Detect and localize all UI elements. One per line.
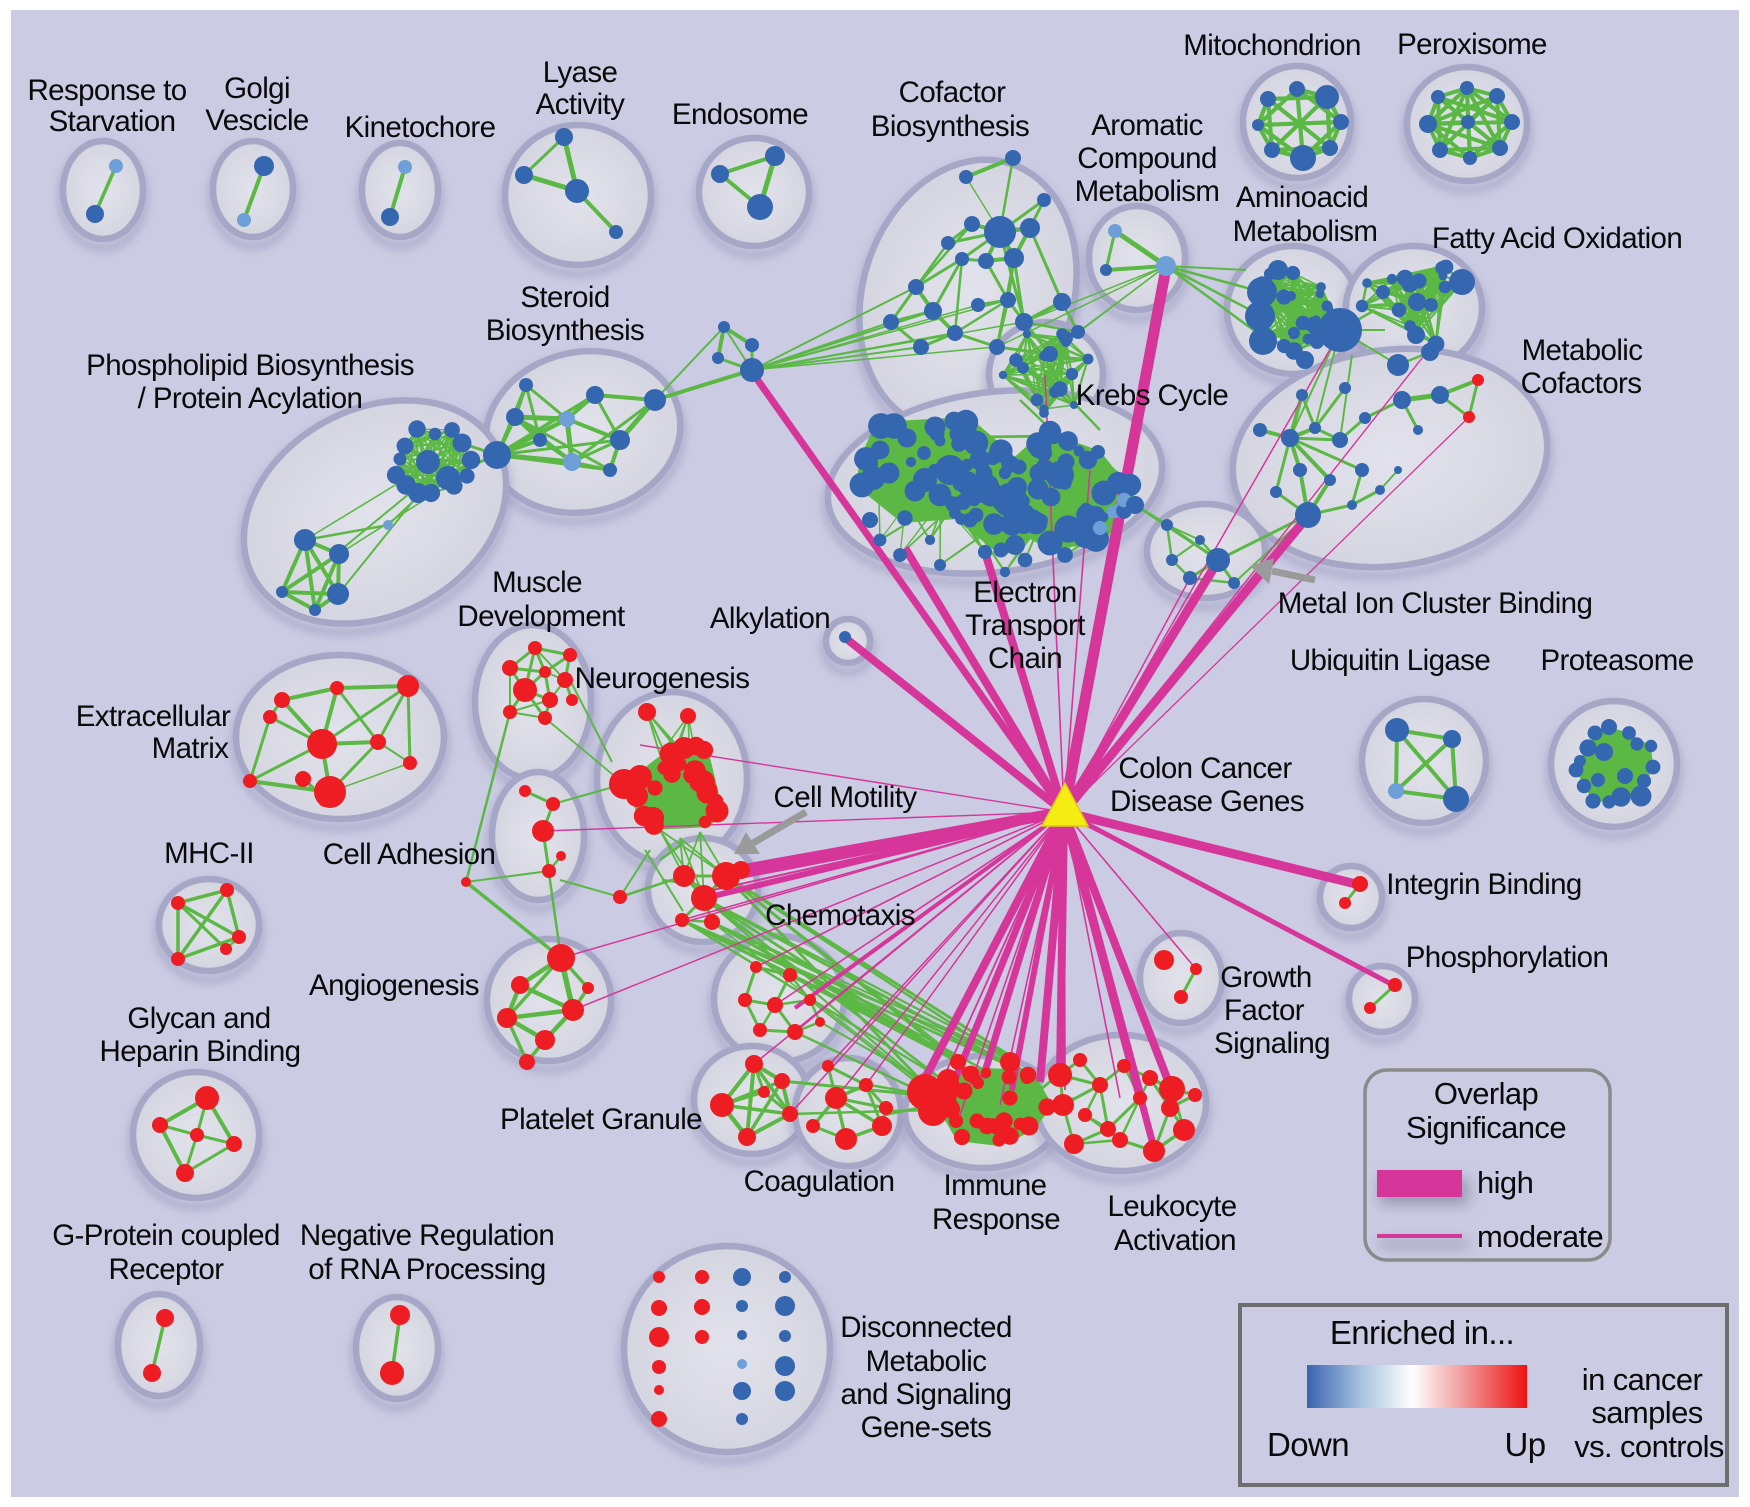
svg-text:Aminoacid: Aminoacid <box>1236 181 1368 214</box>
svg-text:Activity: Activity <box>536 88 625 121</box>
svg-text:of RNA Processing: of RNA Processing <box>308 1253 545 1286</box>
svg-text:Metabolic: Metabolic <box>1522 334 1643 367</box>
svg-text:Biosynthesis: Biosynthesis <box>486 314 644 347</box>
svg-text:Ubiquitin Ligase: Ubiquitin Ligase <box>1290 644 1491 677</box>
svg-text:Golgi: Golgi <box>224 72 290 105</box>
svg-text:Alkylation: Alkylation <box>710 602 830 635</box>
svg-text:Integrin Binding: Integrin Binding <box>1386 868 1581 901</box>
svg-text:Response to: Response to <box>27 74 186 107</box>
svg-text:samples: samples <box>1591 1395 1702 1430</box>
svg-text:Biosynthesis: Biosynthesis <box>871 110 1029 143</box>
svg-text:Aromatic: Aromatic <box>1091 109 1203 142</box>
svg-text:in cancer: in cancer <box>1582 1362 1703 1397</box>
svg-text:Glycan and: Glycan and <box>127 1002 270 1035</box>
svg-text:Extracellular: Extracellular <box>76 700 231 733</box>
svg-text:Electron: Electron <box>973 576 1076 609</box>
svg-text:Activation: Activation <box>1114 1224 1236 1257</box>
svg-text:Fatty Acid Oxidation: Fatty Acid Oxidation <box>1432 222 1682 255</box>
svg-text:Receptor: Receptor <box>109 1253 225 1286</box>
svg-text:Neurogenesis: Neurogenesis <box>575 662 750 695</box>
svg-text:Metabolic: Metabolic <box>866 1345 987 1378</box>
svg-text:Endosome: Endosome <box>672 98 808 131</box>
svg-text:Transport: Transport <box>965 609 1085 642</box>
svg-text:moderate: moderate <box>1477 1219 1603 1254</box>
svg-text:Overlap: Overlap <box>1434 1076 1538 1111</box>
svg-text:Colon Cancer: Colon Cancer <box>1118 752 1292 785</box>
svg-text:Compound: Compound <box>1077 142 1217 175</box>
svg-text:Disconnected: Disconnected <box>840 1311 1012 1344</box>
svg-text:Leukocyte: Leukocyte <box>1107 1190 1236 1223</box>
svg-text:Factor: Factor <box>1224 994 1305 1027</box>
svg-text:Angiogenesis: Angiogenesis <box>309 969 479 1002</box>
svg-text:Cofactors: Cofactors <box>1521 367 1642 400</box>
svg-text:Up: Up <box>1505 1426 1546 1463</box>
svg-text:Significance: Significance <box>1406 1110 1566 1145</box>
svg-text:Gene-sets: Gene-sets <box>861 1411 992 1444</box>
svg-text:Immune: Immune <box>944 1169 1047 1202</box>
svg-text:Metabolism: Metabolism <box>1075 175 1220 208</box>
svg-text:Matrix: Matrix <box>152 732 230 765</box>
svg-text:G-Protein coupled: G-Protein coupled <box>52 1219 280 1252</box>
svg-text:Peroxisome: Peroxisome <box>1397 28 1547 61</box>
svg-text:Growth: Growth <box>1220 961 1311 994</box>
svg-text:Steroid: Steroid <box>520 281 609 314</box>
svg-text:Chain: Chain <box>988 642 1062 675</box>
svg-text:/ Protein Acylation: / Protein Acylation <box>138 382 363 415</box>
svg-text:Starvation: Starvation <box>49 105 176 138</box>
svg-text:Negative Regulation: Negative Regulation <box>300 1219 554 1252</box>
svg-text:Muscle: Muscle <box>492 566 582 599</box>
svg-text:Signaling: Signaling <box>1214 1027 1330 1060</box>
svg-text:high: high <box>1477 1165 1533 1200</box>
svg-text:Disease Genes: Disease Genes <box>1110 785 1304 818</box>
svg-text:Krebs Cycle: Krebs Cycle <box>1076 379 1229 412</box>
svg-text:Cell Motility: Cell Motility <box>774 781 918 814</box>
svg-text:Phospholipid Biosynthesis: Phospholipid Biosynthesis <box>86 349 414 382</box>
svg-text:Kinetochore: Kinetochore <box>345 111 496 144</box>
svg-text:Mitochondrion: Mitochondrion <box>1183 29 1361 62</box>
svg-text:Development: Development <box>457 600 625 633</box>
svg-text:Cell Adhesion: Cell Adhesion <box>323 838 496 871</box>
svg-text:Proteasome: Proteasome <box>1540 644 1693 677</box>
svg-text:Metal Ion Cluster Binding: Metal Ion Cluster Binding <box>1278 587 1593 620</box>
svg-text:Chemotaxis: Chemotaxis <box>765 899 915 932</box>
svg-text:Cofactor: Cofactor <box>899 76 1006 109</box>
svg-text:and Signaling: and Signaling <box>841 1378 1012 1411</box>
svg-text:Enriched in...: Enriched in... <box>1330 1314 1514 1351</box>
svg-text:Vescicle: Vescicle <box>205 104 309 137</box>
svg-text:MHC-II: MHC-II <box>164 837 254 870</box>
svg-text:Metabolism: Metabolism <box>1233 215 1378 248</box>
svg-text:Phosphorylation: Phosphorylation <box>1406 941 1609 974</box>
svg-text:vs. controls: vs. controls <box>1574 1429 1724 1464</box>
svg-text:Platelet Granule: Platelet Granule <box>500 1103 702 1136</box>
svg-text:Heparin Binding: Heparin Binding <box>100 1035 301 1068</box>
svg-text:Coagulation: Coagulation <box>744 1165 895 1198</box>
svg-text:Response: Response <box>932 1203 1060 1236</box>
svg-text:Lyase: Lyase <box>543 56 618 89</box>
svg-text:Down: Down <box>1267 1426 1349 1463</box>
